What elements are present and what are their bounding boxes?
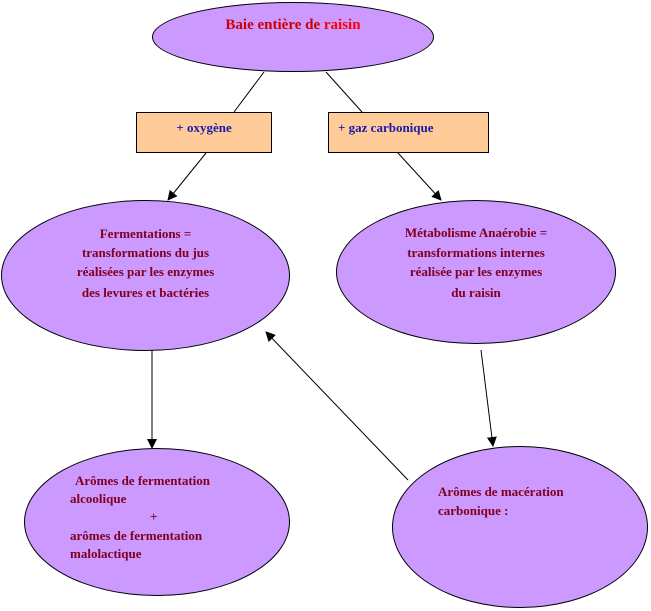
fermentation-label-line-1: Fermentations = [99,226,192,241]
carbonic-maceration-aromas-node [392,446,648,608]
fermentation-aromas-line-1: Arômes de fermentation [75,473,211,488]
fermentation-label-line-4: des levures et bactéries [81,285,210,300]
co2-box [328,112,489,153]
co2-label: + gaz carbonique [338,120,434,135]
connector-top-to-co2 [325,71,363,113]
fermentation-aromas-node [24,448,290,596]
anaerobic-metabolism-node [336,200,616,344]
grape-berry-label: Baie entière de raisin [152,16,434,34]
metabolism-label-line-3: réalisée par les enzymes [409,264,543,279]
fermentation-label-line-3: réalisées par les enzymes [76,264,215,279]
fermentation-node [1,200,290,351]
metabolism-label-line-2: transformations internes [407,245,545,260]
arrow-oxygen-to-fermentation [167,152,207,201]
oxygen-box [136,112,272,153]
connector-top-to-oxygen [233,71,265,113]
grape-berry-label-part2: raisin [323,17,361,33]
fermentation-aromas-line-2: alcoolique [70,491,127,506]
maceration-aromas-line-1: Arômes de macération [438,484,564,499]
grape-berry-label-part1: Baie entière de [225,17,324,33]
maceration-aromas-line-2: carbonique : [438,503,509,518]
arrow-maceration-to-fermentation [265,331,409,481]
fermentation-label-line-2: transformations du jus [81,245,210,260]
metabolism-label-line-1: Métabolisme Anaérobie = [404,225,548,240]
fermentation-aromas-line-5: malolactique [70,546,142,561]
fermentation-aromas-line-3: + [150,509,158,524]
oxygen-label: + oxygène [176,120,232,135]
fermentation-aromas-line-4: arômes de fermentation [70,528,203,543]
grape-berry-node [152,2,434,72]
arrow-co2-to-metabolism [397,152,442,201]
metabolism-label-line-4: du raisin [451,285,501,300]
arrow-metabolism-to-maceration-aromas [480,349,497,447]
